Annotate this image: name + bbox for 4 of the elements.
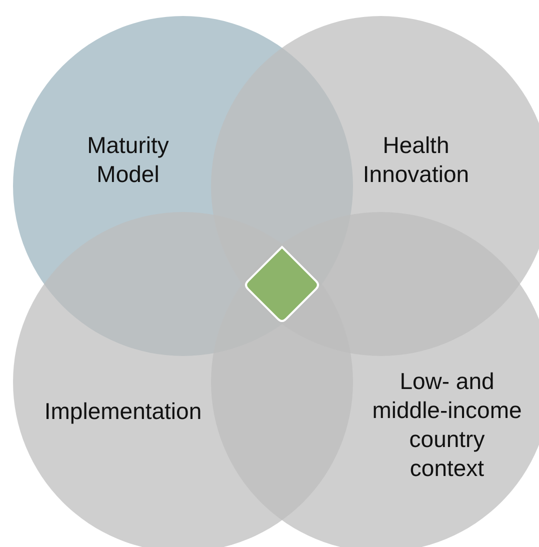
circle-label: Implementation bbox=[43, 397, 203, 426]
circle-label: Low- and middle-income country context bbox=[371, 367, 523, 483]
circle-label: Health Innovation bbox=[362, 131, 470, 189]
circle-label: Maturity Model bbox=[86, 131, 170, 189]
